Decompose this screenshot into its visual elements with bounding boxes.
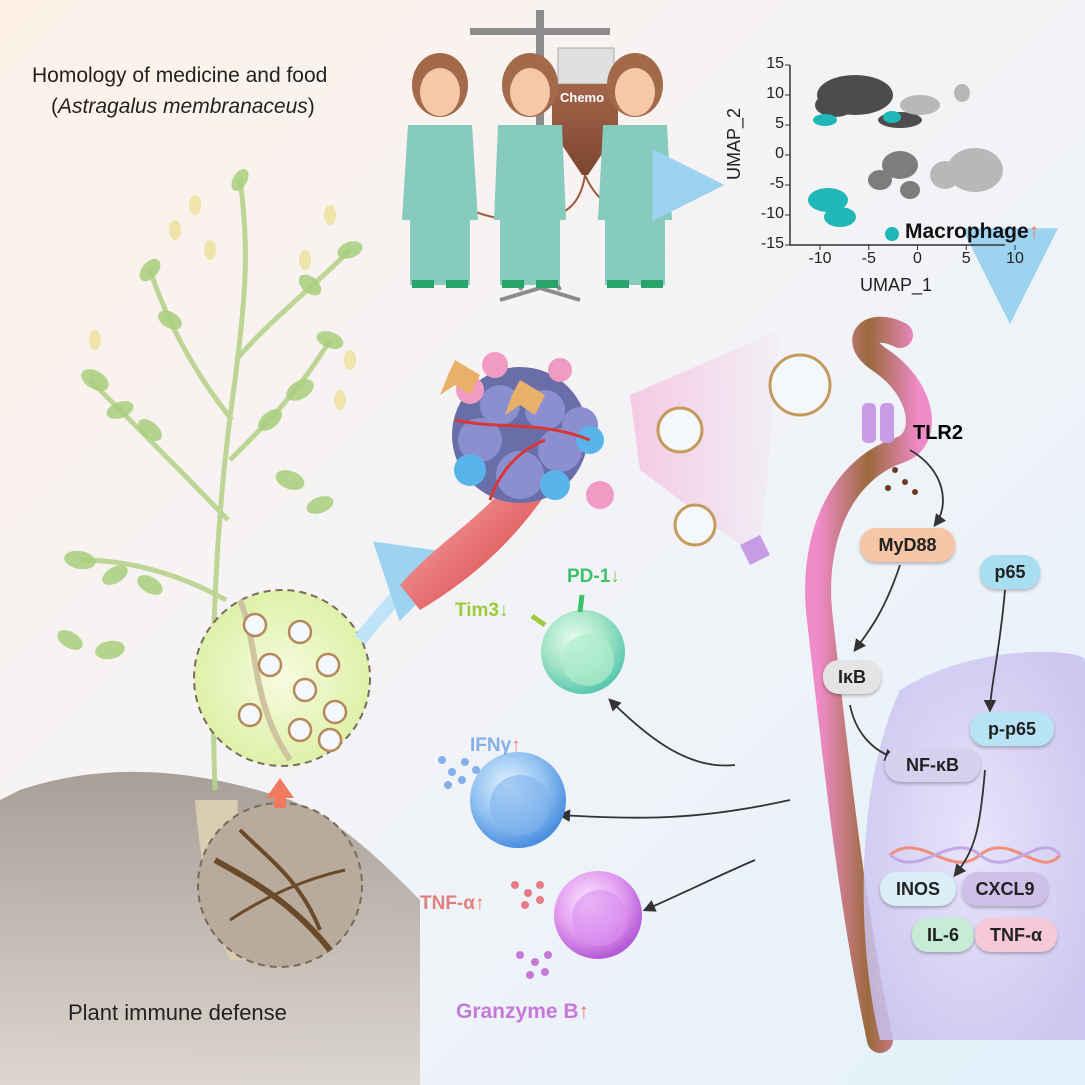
umap-xtick-label: 5 [961,250,971,267]
tlr2-receptor [740,403,894,565]
tlr2-label: TLR2 [913,422,963,444]
title-line2: (Astragalus membranaceus) [51,95,315,119]
myd88-box: MyD88 [860,528,955,562]
umap-macrophage-cluster [808,111,901,227]
root-zoom-circle [197,802,363,968]
t-cell-pd1 [530,594,625,694]
dna-helix [889,846,1062,864]
umap-cluster-dark [815,75,922,128]
t-cell-granzyme [554,871,642,959]
umap-xtick-label: -10 [808,250,832,267]
cell-membrane [805,316,932,1053]
blood-vessel [400,470,545,610]
tnfa-marker: TNF-α↑ [420,893,484,915]
pd1-marker: PD-1↓ [567,566,620,588]
il6-box: IL-6 [912,918,974,952]
title-line1: Homology of medicine and food [32,64,328,87]
umap-ytick-label: 0 [775,145,784,162]
t-cell-ifng [470,752,566,848]
umap-legend: Macrophage↑ [905,220,1039,244]
umap-xtick-label: 10 [1006,250,1024,267]
granzyme-up-arrow-icon: ↑ [578,1000,590,1023]
pp65-box: p-p65 [970,712,1054,746]
pd1-down-arrow-icon: ↓ [610,566,620,587]
umap-ytick-label: 15 [766,55,784,72]
up-arrow-icon [266,778,294,808]
tim3-down-arrow-icon: ↓ [499,600,509,621]
umap-ytick-label: -15 [760,235,784,252]
umap-ytick-label: -5 [769,175,784,192]
umap-ytick-label: 10 [766,85,784,102]
umap-ylabel: UMAP_2 [724,107,744,180]
title-paren-close: ) [307,95,315,118]
umap-legend-label: Macrophage [905,220,1029,243]
cytokine-dots [438,756,552,979]
tumor-cluster [440,352,614,509]
vesicle-zoom-circle [193,589,371,767]
vesicle-beam [630,330,780,560]
tim3-marker: Tim3↓ [455,600,509,622]
umap-plot [785,64,1016,250]
umap-ytick-label: 5 [775,115,784,132]
inos-box: INOS [880,872,956,906]
chemo-label: Chemo [560,90,605,105]
cxcl9-box: CXCL9 [962,872,1048,906]
nfkb-box: NF-κB [885,748,980,782]
umap-cluster-light [900,84,1003,192]
plant-leaves [57,169,363,660]
tnfa-up-arrow-icon: ↑ [474,893,485,914]
ifng-up-arrow-icon: ↑ [511,735,521,756]
p65-box: p65 [980,555,1040,589]
umap-cluster-mid [868,151,920,199]
chemo-patients-illustration [402,10,672,302]
nucleus [863,651,1085,1040]
pd1-label: PD-1 [567,566,611,587]
umap-legend-up-arrow-icon: ↑ [1028,220,1040,243]
umap-xtick-label: 0 [913,250,922,267]
ligand-dots [885,467,918,495]
tim3-label: Tim3 [455,600,500,621]
tnfa-cell-label: TNF-α [420,893,475,914]
species-name: Astragalus membranaceus [58,95,308,118]
granzyme-marker: Granzyme B↑ [456,1000,589,1024]
granzyme-label: Granzyme B [456,1000,579,1023]
ikb-box: IκB [823,660,881,694]
signaling-arrows [557,449,1006,912]
umap-ytick-label: -10 [760,205,784,222]
macrophage-legend-dot [885,227,899,241]
title-paren-open: ( [51,95,58,118]
plant-immune-defense-label: Plant immune defense [68,1000,287,1025]
umap-xlabel: UMAP_1 [860,275,933,295]
floating-vesicles [656,353,832,547]
tnfa-box: TNF-α [975,918,1057,952]
umap-xtick-label: -5 [861,250,876,267]
plant-flowers [89,195,356,410]
ifng-marker: IFNγ↑ [470,735,521,757]
ifng-label: IFNγ [470,735,512,756]
